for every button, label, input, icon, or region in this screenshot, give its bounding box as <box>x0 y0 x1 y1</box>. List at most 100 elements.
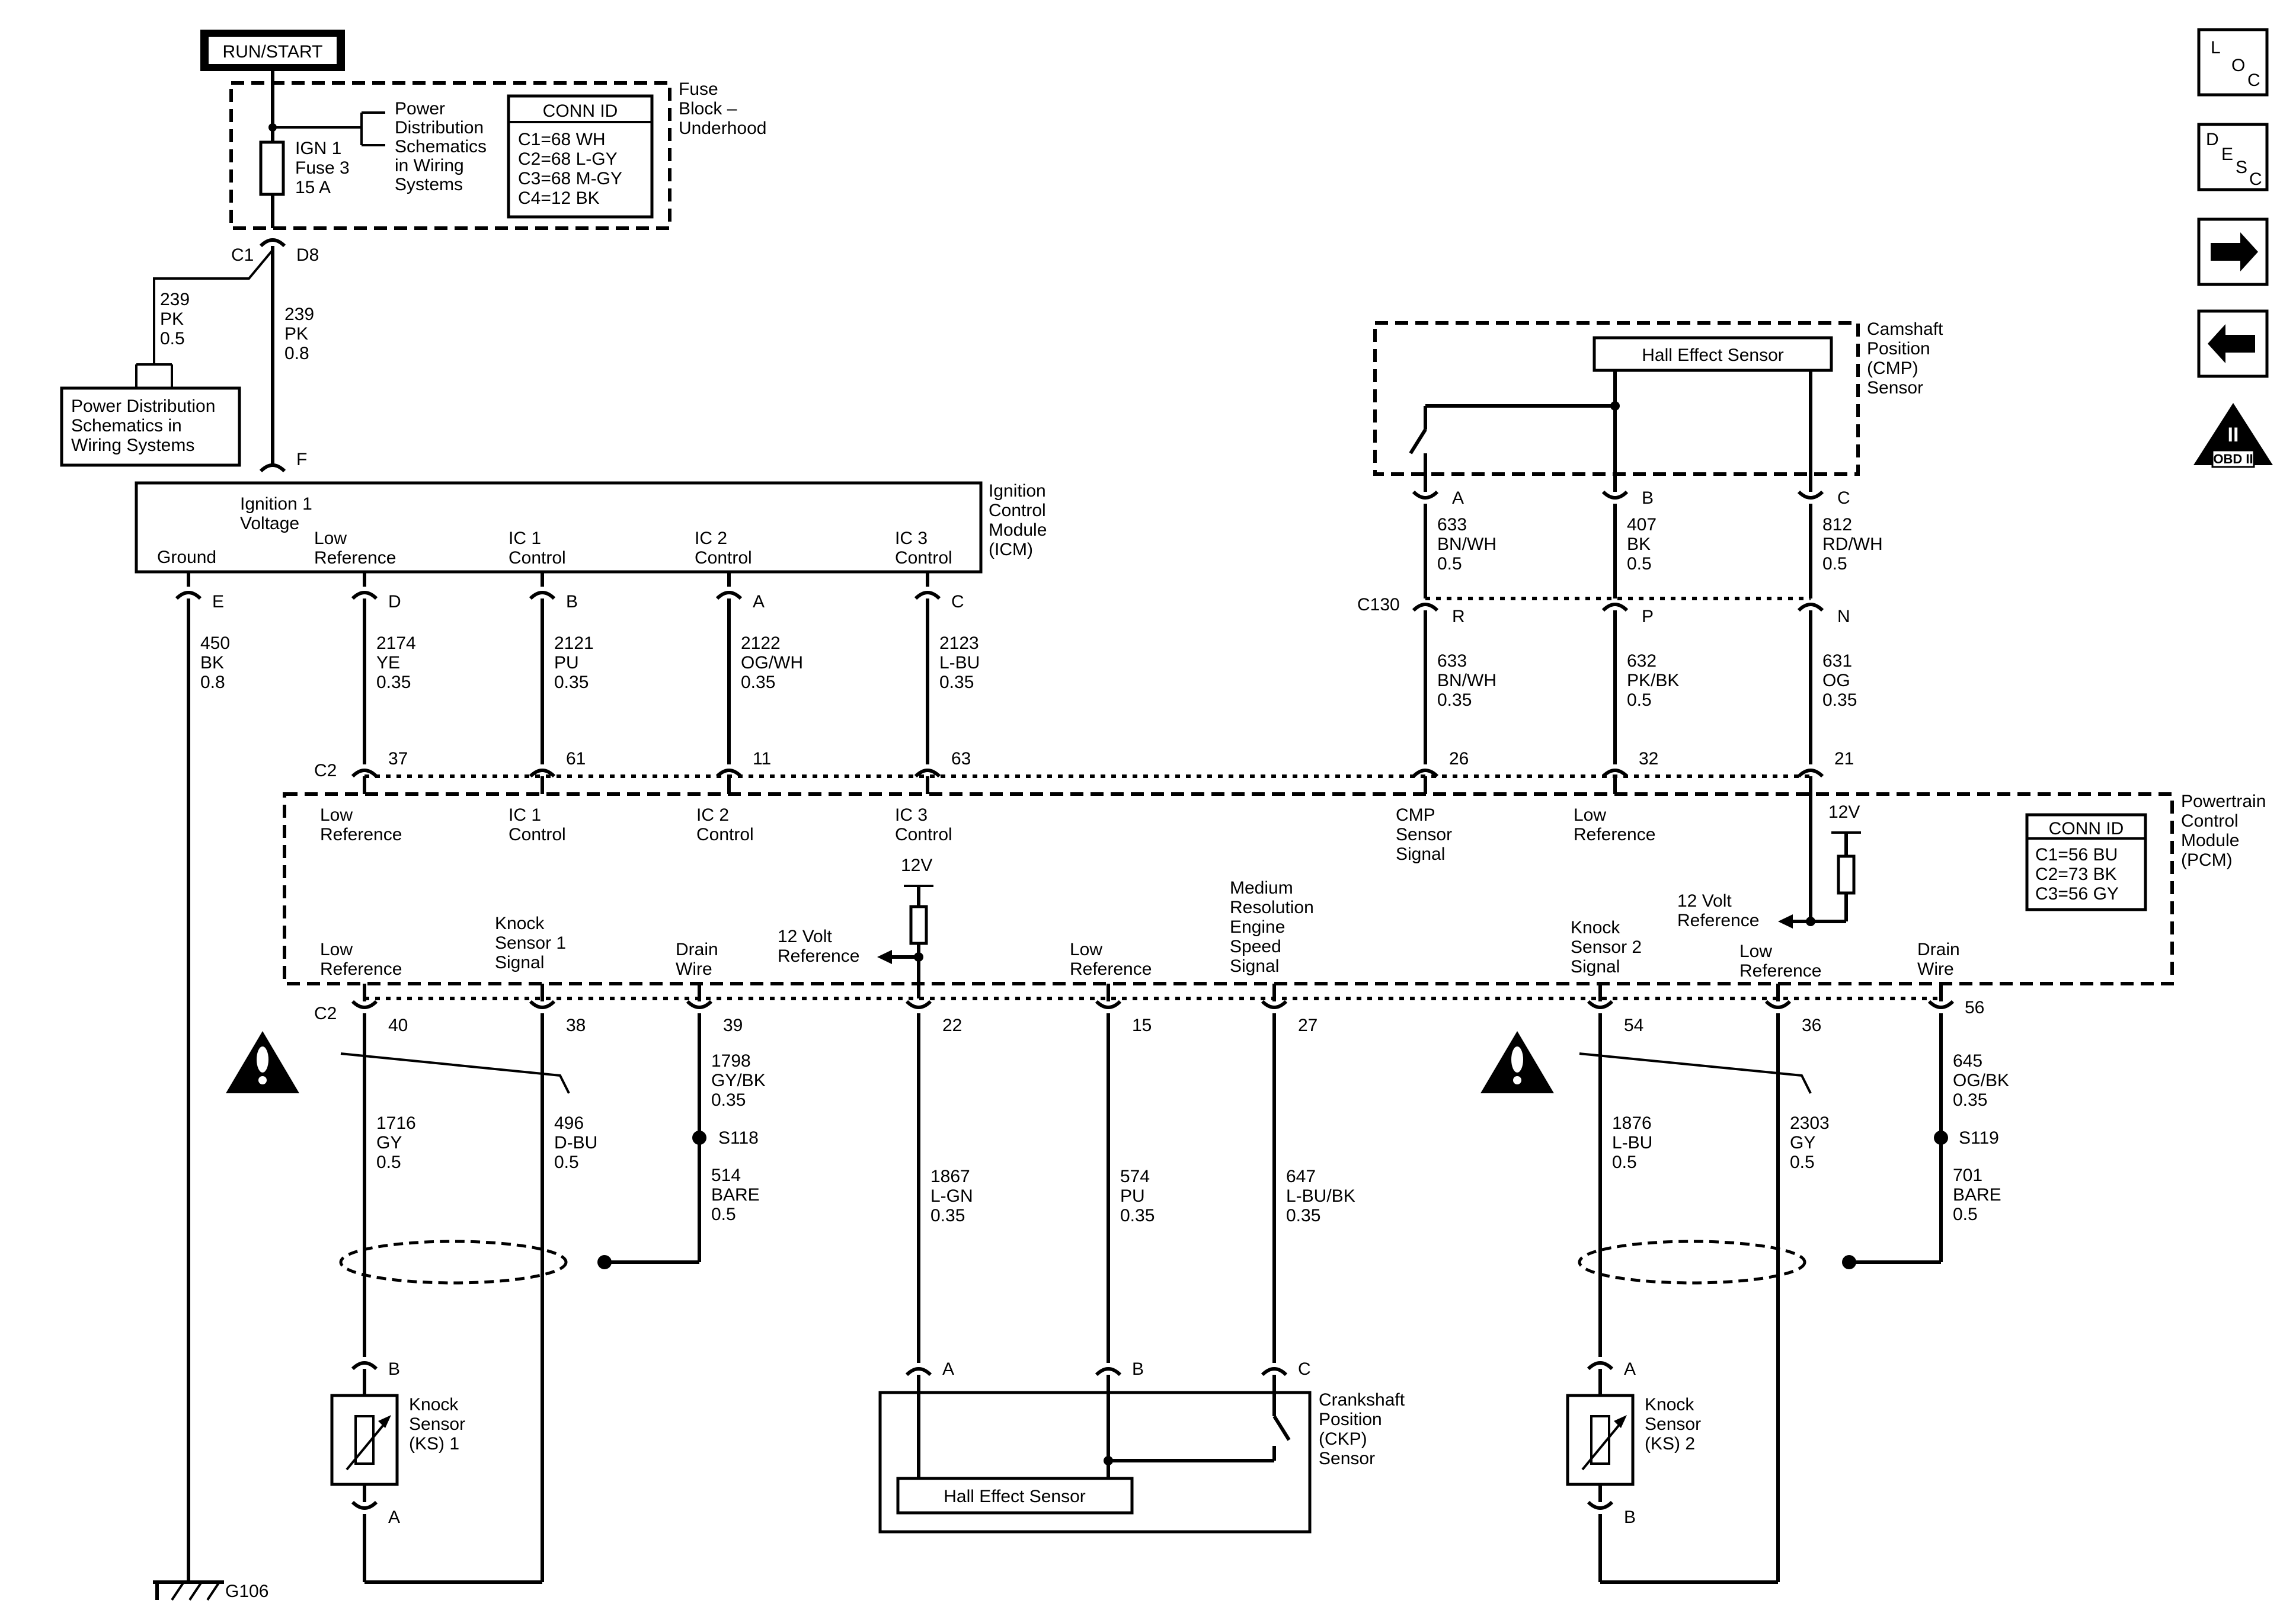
icm-ic3-label: IC 3 Control <box>895 529 952 568</box>
svg-text:11: 11 <box>753 749 771 769</box>
c130-pins: R P N <box>1412 603 1850 626</box>
wire-633-bottom: 633 BN/WH 0.35 <box>1437 651 1501 710</box>
splice-s118 <box>692 1131 706 1145</box>
svg-text:32: 32 <box>1639 749 1658 769</box>
arrow-left-icon <box>877 950 892 964</box>
wire-631: 631 OG 0.35 <box>1822 651 1857 710</box>
wire-239-05: 239 PK 0.5 <box>160 290 194 348</box>
svg-text:39: 39 <box>723 1016 743 1035</box>
icm-pins: E D B A C <box>175 591 964 612</box>
desc-icon[interactable]: D E S C <box>2197 123 2269 191</box>
conn-id-list: C1=68 WH C2=68 L-GY C3=68 M-GY C4=12 BK <box>518 130 627 208</box>
pcm-outline <box>283 792 2174 985</box>
svg-text:A: A <box>942 1359 954 1379</box>
ckp-hall-sensor-box <box>896 1477 1134 1515</box>
wire-2174: 2174 YE 0.35 <box>376 633 421 692</box>
connector-c2-top: C2 <box>314 761 337 780</box>
svg-text:B: B <box>1642 488 1654 508</box>
wire-2121: 2121 PU 0.35 <box>554 633 599 692</box>
shield-icon <box>339 1240 568 1285</box>
icm-low-ref-label: Low Reference <box>314 529 396 568</box>
svg-text:56: 56 <box>1965 998 1984 1017</box>
cmp-sensor-name: Camshaft Position (CMP) Sensor <box>1867 319 1948 398</box>
power-dist-box <box>60 386 241 467</box>
svg-text:A: A <box>388 1507 400 1527</box>
shield-icon <box>1578 1240 1806 1285</box>
icm-ic1-label: IC 1 Control <box>509 529 566 568</box>
svg-text:A: A <box>1624 1359 1636 1379</box>
svg-text:26: 26 <box>1449 749 1469 769</box>
svg-text:E: E <box>2221 145 2233 164</box>
loc-icon[interactable]: L O C <box>2197 28 2269 97</box>
next-arrow-icon[interactable] <box>2197 217 2269 286</box>
svg-text:R: R <box>1452 607 1465 626</box>
warning-icon <box>226 1031 299 1093</box>
arrow-left-icon <box>1778 914 1793 929</box>
svg-text:N: N <box>1837 607 1850 626</box>
svg-text:B: B <box>566 592 578 612</box>
previous-arrow-icon[interactable] <box>2197 309 2269 378</box>
svg-text:38: 38 <box>566 1016 586 1035</box>
power-dist-box-label: Power Distribution Schematics in Wiring … <box>71 396 220 455</box>
ckp-hall-label: Hall Effect Sensor <box>944 1487 1086 1506</box>
pcm-conn-id-list: C1=56 BU C2=73 BK C3=56 GY <box>2035 845 2123 904</box>
wire-239-08: 239 PK 0.8 <box>284 305 319 363</box>
svg-text:40: 40 <box>388 1016 408 1035</box>
svg-text:L: L <box>2211 38 2221 57</box>
icm-ic2-label: IC 2 Control <box>695 529 752 568</box>
resistor-icon <box>909 905 928 945</box>
pin-f: F <box>296 450 307 469</box>
svg-text:37: 37 <box>388 749 408 769</box>
wire-812: 812 RD/WH 0.5 <box>1822 515 1888 574</box>
icm-name: Ignition Control Module (ICM) <box>989 481 1052 559</box>
icm-ign-voltage-label: Ignition 1 Voltage <box>240 494 317 533</box>
svg-text:C: C <box>2249 169 2262 189</box>
svg-text:E: E <box>212 592 224 612</box>
ks1-pins: B A <box>351 1359 400 1527</box>
wire-450: 450 BK 0.8 <box>200 633 235 692</box>
conn-id-box <box>507 94 654 219</box>
pcm-bottom-pins: 40 38 39 22 15 27 54 36 56 <box>351 998 1984 1035</box>
svg-text:O: O <box>2231 56 2245 75</box>
svg-text:22: 22 <box>942 1016 962 1035</box>
obd-ii-icon[interactable]: OBD II II <box>2193 403 2273 468</box>
run-start-label: RUN/START <box>223 42 323 62</box>
svg-text:II: II <box>2228 424 2239 446</box>
pcm-top-pins: 37 61 11 63 26 32 21 <box>351 749 1854 778</box>
splice-s119 <box>1934 1131 1948 1145</box>
pcm-12v-mid: 12V <box>901 856 932 875</box>
cmp-hall-sensor-box <box>1593 336 1833 372</box>
svg-text:15: 15 <box>1132 1016 1152 1035</box>
fuse-block-name: Fuse Block – Underhood <box>679 79 766 138</box>
resistor-icon <box>1837 854 1856 895</box>
svg-text:36: 36 <box>1802 1016 1821 1035</box>
cmp-hall-label: Hall Effect Sensor <box>1642 345 1784 365</box>
icm-ground-label: Ground <box>157 548 216 567</box>
ckp-pins: A B C <box>905 1359 1311 1379</box>
ground-icon <box>153 1580 224 1601</box>
svg-text:A: A <box>1452 488 1464 508</box>
pcm-12v-right: 12V <box>1828 802 1860 822</box>
